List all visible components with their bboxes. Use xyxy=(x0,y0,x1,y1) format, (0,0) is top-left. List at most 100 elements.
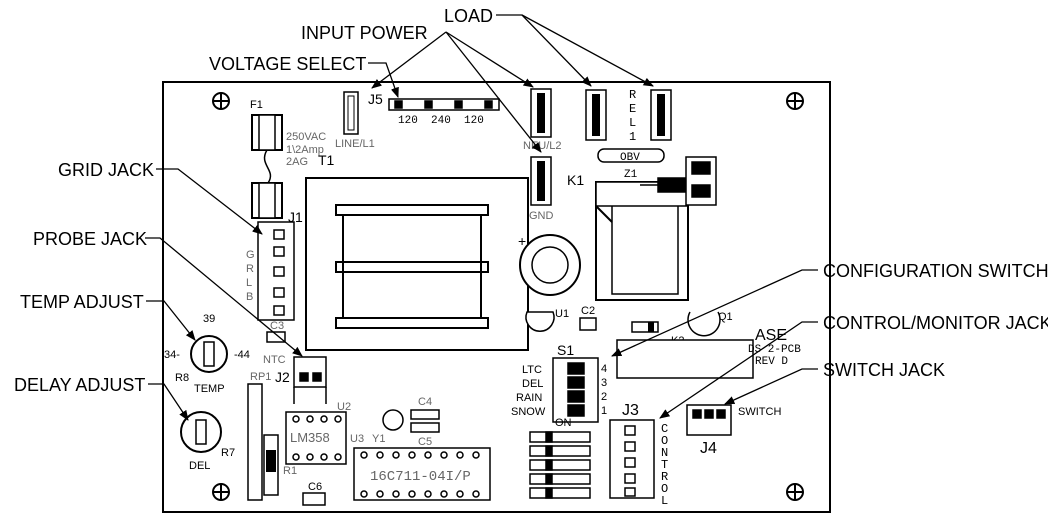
configuration-dip-switch xyxy=(552,357,599,423)
control-r: R xyxy=(661,470,668,484)
u1-component xyxy=(525,311,555,332)
leader-load-2 xyxy=(521,14,654,87)
switch-jack-connector xyxy=(686,404,732,436)
c6-label: C6 xyxy=(308,481,322,493)
ntc-label: NTC xyxy=(263,354,286,366)
leader-grid xyxy=(156,168,263,235)
control-n: N xyxy=(661,446,668,460)
fuse-rating-2: 1\2Amp xyxy=(286,144,324,156)
lm358-chip xyxy=(285,411,347,465)
leader-delay xyxy=(148,383,189,421)
k1-label: K1 xyxy=(567,172,584,188)
rel-label-l: L xyxy=(629,116,636,130)
j1-pin-l: L xyxy=(246,277,252,289)
microcontroller-chip xyxy=(353,447,491,501)
r1-label: R1 xyxy=(283,465,297,477)
leader-voltage xyxy=(368,62,399,98)
rev-label: REV D xyxy=(755,356,788,368)
c5-label: C5 xyxy=(418,436,432,448)
snow-label: SNOW xyxy=(511,406,546,418)
mounting-screw-bottom-right xyxy=(786,483,804,501)
callout-temp-adjust: TEMP ADJUST xyxy=(20,292,144,312)
r7-label: R7 xyxy=(221,447,235,459)
voltage-options-label: 120 240 120 xyxy=(398,115,484,127)
chip-label: 16C711-04I/P xyxy=(370,469,471,485)
c2-component xyxy=(579,317,597,331)
leader-config xyxy=(611,269,818,357)
j1-label: J1 xyxy=(288,209,303,225)
switch-num-2: 2 xyxy=(601,391,607,403)
mounting-screw-top-right xyxy=(786,92,804,110)
callout-input-power: INPUT POWER xyxy=(301,23,428,43)
fuse-rating-1: 250VAC xyxy=(286,131,326,143)
ds-pcb-label: DS 2-PCB xyxy=(748,344,801,356)
rp1-label: RP1 xyxy=(250,371,271,383)
callout-load: LOAD xyxy=(444,6,493,26)
electrolytic-capacitor xyxy=(519,234,581,296)
c6-component xyxy=(302,492,326,506)
voltage-select-header xyxy=(388,98,500,111)
callout-delay-adjust: DELAY ADJUST xyxy=(14,375,145,395)
j3-label: J3 xyxy=(622,402,639,419)
callout-grid-jack: GRID JACK xyxy=(58,160,154,180)
fuse-rating-3: 2AG xyxy=(286,156,308,168)
k2-relay xyxy=(616,339,754,379)
temp-label: TEMP xyxy=(194,383,225,395)
leader-input-3 xyxy=(445,31,542,153)
r8-label: R8 xyxy=(175,372,189,384)
leader-input-1 xyxy=(371,31,447,89)
delay-adjust-pot xyxy=(180,411,222,453)
rain-label: RAIN xyxy=(516,392,542,404)
j4-label: J4 xyxy=(700,440,717,457)
obv-box xyxy=(597,148,665,163)
y1-label: Y1 xyxy=(372,433,385,445)
leader-switch xyxy=(724,368,818,405)
callout-switch-jack: SWITCH JACK xyxy=(823,360,945,380)
u2-label: U2 xyxy=(337,401,351,413)
fuse xyxy=(251,114,283,219)
rel-label-e: E xyxy=(629,102,636,116)
switch-num-4: 4 xyxy=(601,363,607,375)
control-t: T xyxy=(661,458,668,472)
callout-voltage-select: VOLTAGE SELECT xyxy=(209,54,366,74)
j1-pin-g: G xyxy=(246,249,255,261)
temp-39-label: 39 xyxy=(203,313,215,325)
c2-label: C2 xyxy=(581,305,595,317)
k2-diode xyxy=(631,321,659,333)
control-o: O xyxy=(661,434,668,448)
grid-jack-connector xyxy=(257,221,295,321)
del-label: DEL xyxy=(189,460,210,472)
u1-label: U1 xyxy=(555,308,569,320)
j1-pin-r: R xyxy=(246,263,254,275)
c4-label: C4 xyxy=(418,396,432,408)
temp-34-label: 34- xyxy=(164,349,180,361)
switch-label: SWITCH xyxy=(738,406,781,418)
switch-num-1: 1 xyxy=(601,405,607,417)
callout-configuration-switch: CONFIGURATION SWITCH xyxy=(823,261,1048,281)
c4-component xyxy=(410,409,440,420)
control-c: C xyxy=(661,422,668,436)
relay xyxy=(595,181,689,301)
j2-label: J2 xyxy=(275,369,290,385)
del2-label: DEL xyxy=(522,378,543,390)
c3-component xyxy=(266,331,286,343)
rel-label-1: 1 xyxy=(629,130,636,144)
mounting-screw-top-left xyxy=(212,92,230,110)
temp-adjust-pot xyxy=(190,335,228,373)
callout-probe-jack: PROBE JACK xyxy=(33,229,147,249)
f1-label: F1 xyxy=(250,99,263,111)
lm358-label: LM358 xyxy=(290,430,330,445)
ase-label: ASE xyxy=(755,327,787,344)
cap-plus-sign: + xyxy=(518,233,526,249)
z1-label: Z1 xyxy=(624,169,638,181)
line-l1-label: LINE/L1 xyxy=(335,138,375,150)
control-l: L xyxy=(661,494,668,508)
transformer xyxy=(305,177,529,351)
q1-transistor xyxy=(687,311,721,337)
c3-label: C3 xyxy=(270,320,284,332)
neu-l2-label: NEU/L2 xyxy=(523,140,562,152)
rel-label-r: R xyxy=(629,88,636,102)
j5-label: J5 xyxy=(368,91,383,107)
t1-label: T1 xyxy=(318,152,335,168)
